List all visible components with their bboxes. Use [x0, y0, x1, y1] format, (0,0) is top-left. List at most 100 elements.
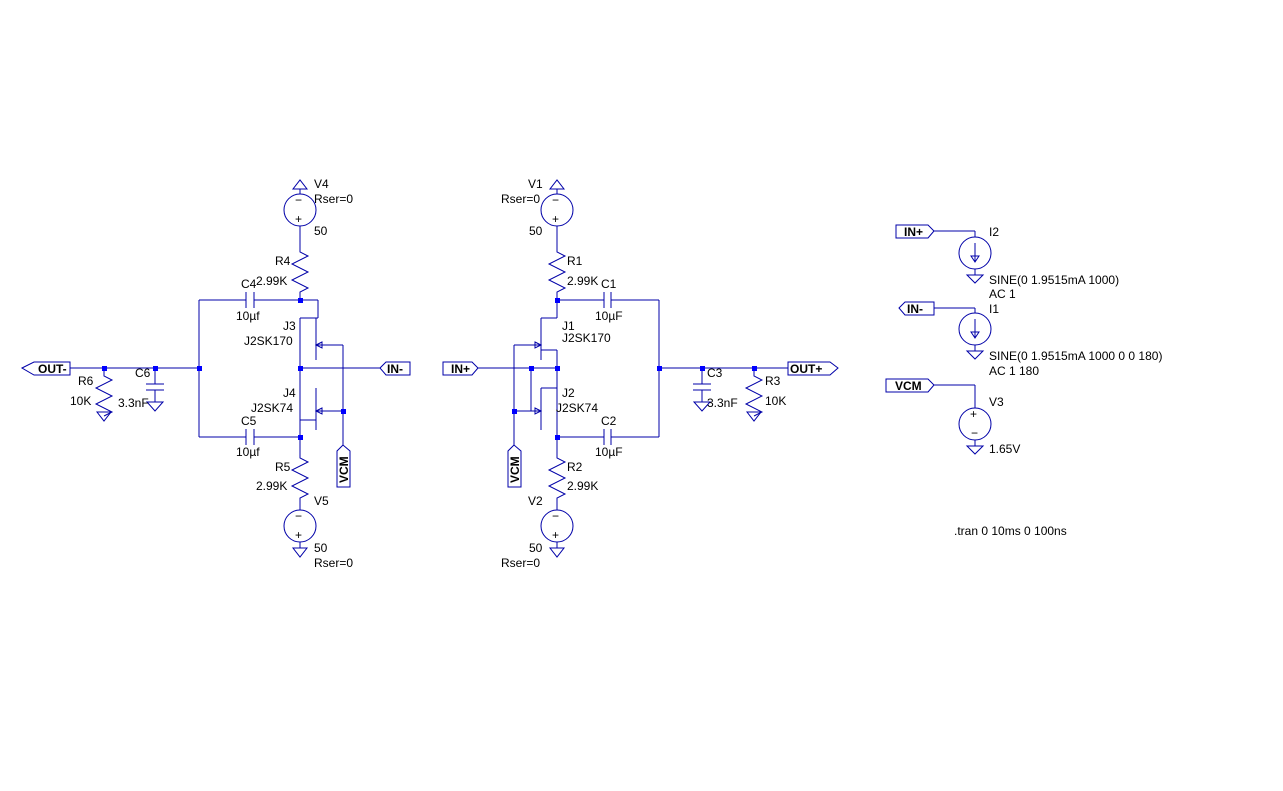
source-v4[interactable]: − + — [283, 179, 317, 248]
label-c2: C2 — [601, 414, 617, 428]
label-i1-ac: AC 1 180 — [989, 364, 1039, 378]
label-v1-value: 50 — [529, 224, 543, 238]
label-r2: R2 — [567, 460, 583, 474]
stimulus-sources: IN+ I2 SINE(0 1.9515mA 1000) AC 1 IN- — [885, 224, 1162, 538]
label-c5: C5 — [241, 414, 257, 428]
label-c3: C3 — [707, 366, 723, 380]
resistor-r6[interactable] — [94, 368, 114, 422]
label-r4: R4 — [275, 254, 291, 268]
svg-text:−: − — [552, 509, 559, 523]
left-amplifier: − + — [20, 177, 411, 570]
label-i1: I1 — [989, 302, 999, 316]
label-c1-value: 10µF — [595, 309, 623, 323]
svg-text:−: − — [971, 426, 978, 440]
label-c4: C4 — [241, 277, 257, 291]
label-i2-ac: AC 1 — [989, 287, 1016, 301]
label-c1: C1 — [601, 277, 617, 291]
label-v5-value: 50 — [314, 541, 328, 555]
label-v3: V3 — [989, 395, 1004, 409]
svg-text:+: + — [552, 212, 559, 226]
label-v2-value: 50 — [529, 541, 543, 555]
label-v1: V1 — [528, 177, 543, 191]
flag-in-plus-right-label: IN+ — [904, 225, 923, 239]
svg-text:+: + — [970, 407, 977, 421]
resistor-r2[interactable] — [547, 437, 567, 510]
label-i1-value: SINE(0 1.9515mA 1000 0 0 180) — [989, 349, 1162, 363]
label-r5: R5 — [275, 460, 291, 474]
flag-in-minus-left-label: IN- — [387, 362, 403, 376]
flag-vcm-right[interactable]: VCM — [885, 378, 935, 393]
flag-out-minus-label: OUT- — [38, 362, 67, 376]
label-c6: C6 — [135, 366, 151, 380]
jfet-j3[interactable] — [299, 317, 343, 368]
jfet-j4[interactable] — [299, 368, 343, 437]
label-j2: J2 — [562, 386, 575, 400]
source-v5[interactable]: − + — [283, 509, 317, 558]
resistor-r3[interactable] — [744, 368, 764, 422]
label-j2-model: J2SK74 — [556, 401, 598, 415]
flag-vcm-mid[interactable]: VCM — [507, 444, 522, 488]
label-v4-value: 50 — [314, 224, 328, 238]
flag-in-plus-right[interactable]: IN+ — [895, 224, 935, 239]
svg-text:+: + — [552, 528, 559, 542]
flag-vcm-mid-label: VCM — [508, 456, 522, 483]
label-i2-value: SINE(0 1.9515mA 1000) — [989, 273, 1119, 287]
jfet-j2[interactable] — [514, 368, 558, 437]
capacitor-c6[interactable] — [145, 368, 165, 412]
label-r5-value: 2.99K — [256, 479, 287, 493]
label-j3: J3 — [283, 319, 296, 333]
label-r3: R3 — [765, 374, 781, 388]
label-r6: R6 — [78, 374, 94, 388]
label-v5-param: Rser=0 — [314, 556, 353, 570]
label-c3-value: 3.3nF — [707, 396, 738, 410]
svg-text:−: − — [295, 509, 302, 523]
label-c6-value: 3.3nF — [118, 396, 149, 410]
label-v5: V5 — [314, 494, 329, 508]
label-j4: J4 — [283, 386, 296, 400]
flag-vcm-left[interactable]: VCM — [336, 444, 351, 488]
flag-in-minus-right[interactable]: IN- — [898, 301, 935, 316]
current-source-i2[interactable] — [934, 230, 992, 284]
label-r1: R1 — [567, 254, 583, 268]
flag-in-minus-left[interactable]: IN- — [379, 361, 411, 376]
label-v1-param: Rser=0 — [501, 192, 540, 206]
flag-vcm-right-label: VCM — [895, 379, 922, 393]
resistor-r4[interactable] — [290, 248, 310, 300]
flag-in-plus-mid-label: IN+ — [451, 362, 470, 376]
svg-text:−: − — [552, 193, 559, 207]
label-i2: I2 — [989, 225, 999, 239]
label-v2: V2 — [528, 494, 543, 508]
label-v4: V4 — [314, 177, 329, 191]
right-amplifier: − + — [442, 177, 839, 570]
label-v3-value: 1.65V — [989, 442, 1020, 456]
flag-out-plus[interactable]: OUT+ — [787, 361, 839, 376]
source-v2[interactable]: − + — [540, 509, 574, 558]
jfet-j1[interactable] — [514, 300, 558, 368]
resistor-r1[interactable] — [547, 248, 567, 300]
label-j4-model: J2SK74 — [251, 401, 293, 415]
current-source-i1[interactable] — [934, 307, 992, 360]
source-v3[interactable]: + − — [934, 384, 992, 455]
flag-in-plus-mid[interactable]: IN+ — [442, 361, 479, 376]
label-j3-model: J2SK170 — [244, 334, 293, 348]
label-c5-value: 10µf — [236, 445, 260, 459]
label-v4-param: Rser=0 — [314, 192, 353, 206]
source-v1[interactable]: − + — [540, 179, 574, 248]
resistor-r5[interactable] — [290, 437, 310, 510]
svg-text:−: − — [295, 193, 302, 207]
label-j1-model: J2SK170 — [562, 331, 611, 345]
label-j1: J1 — [562, 319, 575, 333]
label-c4-value: 10µf — [236, 309, 260, 323]
flag-vcm-left-label: VCM — [337, 456, 351, 483]
flag-in-minus-right-label: IN- — [907, 302, 923, 316]
label-r6-value: 10K — [70, 394, 91, 408]
svg-text:+: + — [295, 212, 302, 226]
spice-directive[interactable]: .tran 0 10ms 0 100ns — [954, 524, 1067, 538]
capacitor-c3[interactable] — [692, 368, 712, 412]
label-r4-value: 2.99K — [256, 274, 287, 288]
flag-out-minus[interactable]: OUT- — [20, 361, 71, 376]
label-v2-param: Rser=0 — [501, 556, 540, 570]
label-r2-value: 2.99K — [567, 479, 598, 493]
flag-out-plus-label: OUT+ — [790, 362, 822, 376]
